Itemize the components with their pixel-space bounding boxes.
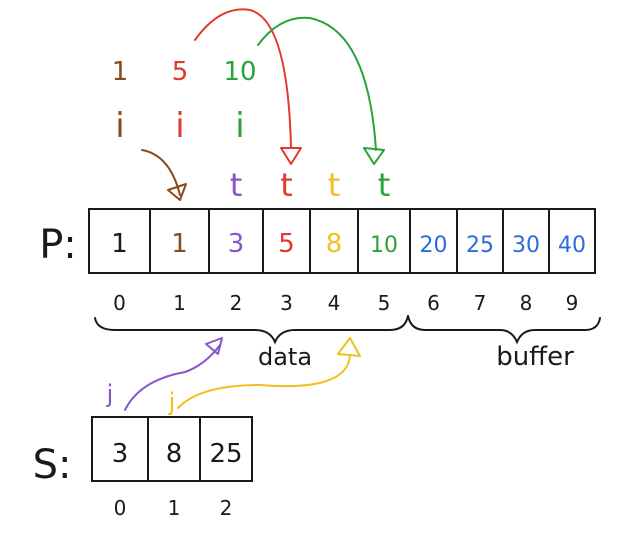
p-index-label: 1 <box>173 291 186 315</box>
data-brace <box>94 315 409 345</box>
data-label: data <box>258 343 312 371</box>
p-cell-value: 20 <box>420 233 448 258</box>
i-pointers: 1 i 5 i 10 i <box>112 57 257 146</box>
green-arrow <box>257 16 377 151</box>
red-arrow <box>194 8 292 149</box>
p-index-label: 6 <box>427 291 440 315</box>
p-cell-value: 40 <box>558 233 586 258</box>
p-cell-value: 8 <box>326 229 343 259</box>
s-cell-value: 25 <box>209 439 242 469</box>
p-index-label: 9 <box>566 291 579 315</box>
p-index-label: 2 <box>230 291 243 315</box>
p-index-label: 5 <box>378 291 391 315</box>
p-index-label: 7 <box>474 291 487 315</box>
p-cell-value: 30 <box>512 233 540 258</box>
t-marker-label: t <box>230 166 243 204</box>
s-cell-value: 3 <box>112 439 129 469</box>
i-pointer-label: i <box>115 106 124 146</box>
p-cell-value: 3 <box>228 229 245 259</box>
s-array-indices: 0 1 2 <box>114 496 233 520</box>
p-array-frame <box>88 208 596 274</box>
s-array-frame <box>91 416 253 482</box>
i-pointer-value: 1 <box>112 57 129 87</box>
p-array-label: P: <box>39 222 77 268</box>
p-index-label: 4 <box>328 291 341 315</box>
p-array-dividers <box>149 209 550 273</box>
t-marker-label: t <box>378 166 391 204</box>
green-arrowhead-icon <box>363 147 385 165</box>
s-array-label: S: <box>33 442 72 488</box>
brown-i-arrow <box>141 149 181 196</box>
p-cell-value: 1 <box>111 229 128 259</box>
p-index-label: 8 <box>520 291 533 315</box>
red-arrowhead-icon <box>280 147 302 165</box>
p-cell-value: 25 <box>466 233 494 258</box>
p-cell-value: 5 <box>278 229 295 259</box>
j-pointer-label: j <box>106 380 114 408</box>
s-index-label: 0 <box>114 496 127 520</box>
t-marker-label: t <box>280 166 293 204</box>
buffer-brace <box>407 315 601 345</box>
j-pointer-label: j <box>168 388 176 416</box>
p-index-label: 3 <box>280 291 293 315</box>
s-cell-value: 8 <box>166 439 183 469</box>
p-cell-value: 10 <box>370 233 398 258</box>
i-pointer-label: i <box>175 106 184 146</box>
i-pointer-value: 10 <box>223 57 256 87</box>
s-array-cells: 3 8 25 <box>112 439 243 469</box>
buffer-label: buffer <box>496 342 574 372</box>
p-array-cells: 1 1 3 5 8 10 20 25 30 40 <box>111 229 586 259</box>
p-index-label: 0 <box>113 291 126 315</box>
brown-arrowhead-icon <box>167 183 187 201</box>
s-index-label: 1 <box>168 496 181 520</box>
s-array-dividers <box>147 417 201 481</box>
yellow-arrowhead-icon <box>337 337 361 357</box>
yellow-j-arrow <box>177 354 351 409</box>
i-pointer-label: i <box>235 106 244 146</box>
p-cell-value: 1 <box>171 229 188 259</box>
t-marker-label: t <box>328 166 341 204</box>
p-array-indices: 0 1 2 3 4 5 6 7 8 9 <box>113 291 578 315</box>
s-index-label: 2 <box>220 496 233 520</box>
purple-j-arrow <box>124 344 221 411</box>
purple-arrowhead-icon <box>205 337 223 355</box>
i-pointer-value: 5 <box>172 57 189 87</box>
